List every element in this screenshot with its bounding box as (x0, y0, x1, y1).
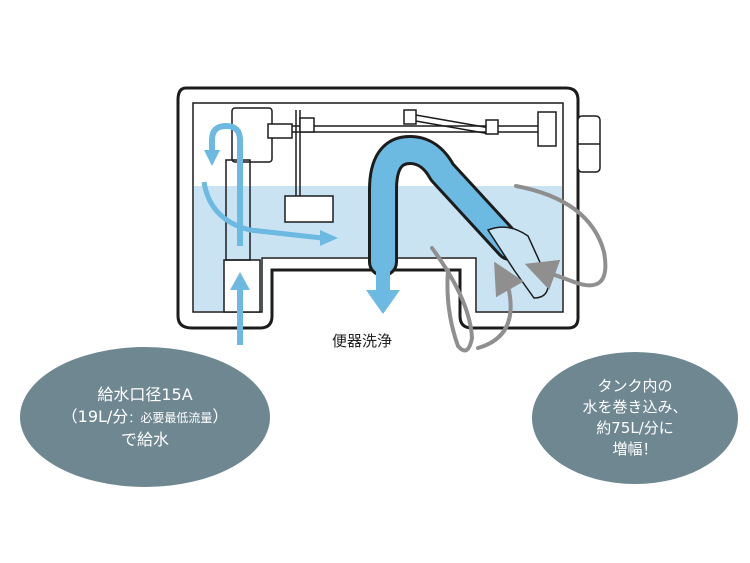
supply-info-line2-close: ） (212, 406, 229, 426)
lever-arm (292, 109, 557, 147)
float (284, 195, 334, 223)
supply-flow-arrows (201, 122, 338, 345)
flush-label: 便器洗浄 (332, 332, 393, 350)
amplify-info-bubble: タンク内の 水を巻き込み、 約75L/分に 増幅！ (532, 352, 738, 484)
supply-info-bubble: 給水口径15A （19L/分：必要最低流量） で給水 (20, 347, 270, 487)
supply-info-line3: で給水 (120, 429, 169, 449)
amplify-info-line4: 増幅！ (612, 440, 658, 458)
amplify-info-line3: 約75L/分に (596, 419, 674, 437)
flush-handle (577, 115, 601, 173)
circulation-arrows (430, 184, 608, 353)
supply-info-line2: （19L/分：必要最低流量） (62, 406, 229, 429)
amplify-info-line1: タンク内の (597, 377, 673, 395)
supply-info-line2-open: （19L/分 (61, 406, 129, 426)
tank-inner-wall (192, 102, 564, 313)
flush-arrow (366, 256, 400, 314)
siphon-tube-fill (371, 138, 522, 274)
amplify-info-line2: 水を巻き込み、 (582, 398, 688, 416)
supply-info-line2-note: ：必要最低流量 (128, 410, 213, 425)
supply-info-line1: 給水口径15A (97, 384, 193, 404)
